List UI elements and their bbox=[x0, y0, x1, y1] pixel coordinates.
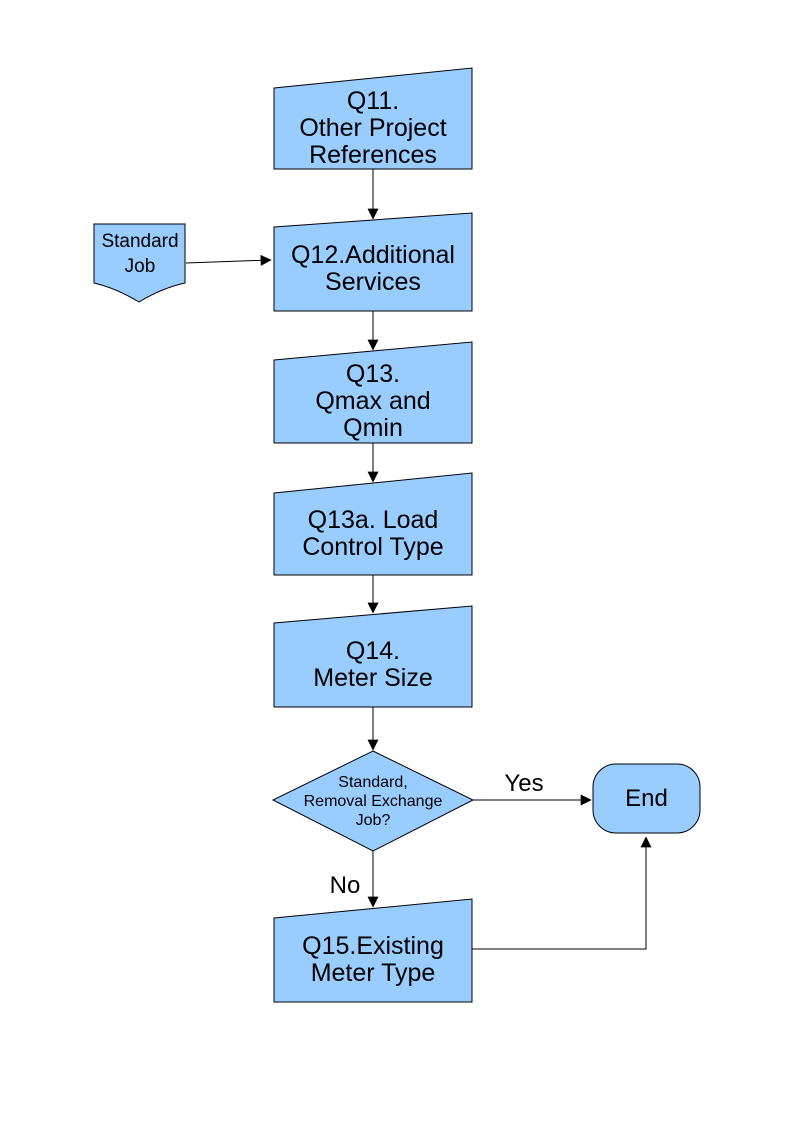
offpage-connector-standard-job bbox=[93, 223, 186, 303]
arrow-q15-to-end bbox=[472, 836, 652, 950]
process-box-q13 bbox=[273, 341, 473, 444]
arrow-standardjob-to-q12 bbox=[185, 254, 272, 266]
terminator-end bbox=[592, 763, 701, 834]
decision-diamond bbox=[271, 750, 475, 852]
process-box-q13a bbox=[273, 472, 473, 576]
process-box-q14 bbox=[273, 605, 473, 708]
process-box-q12 bbox=[273, 212, 473, 312]
process-box-q11 bbox=[273, 67, 473, 170]
process-box-q15 bbox=[273, 898, 473, 1003]
